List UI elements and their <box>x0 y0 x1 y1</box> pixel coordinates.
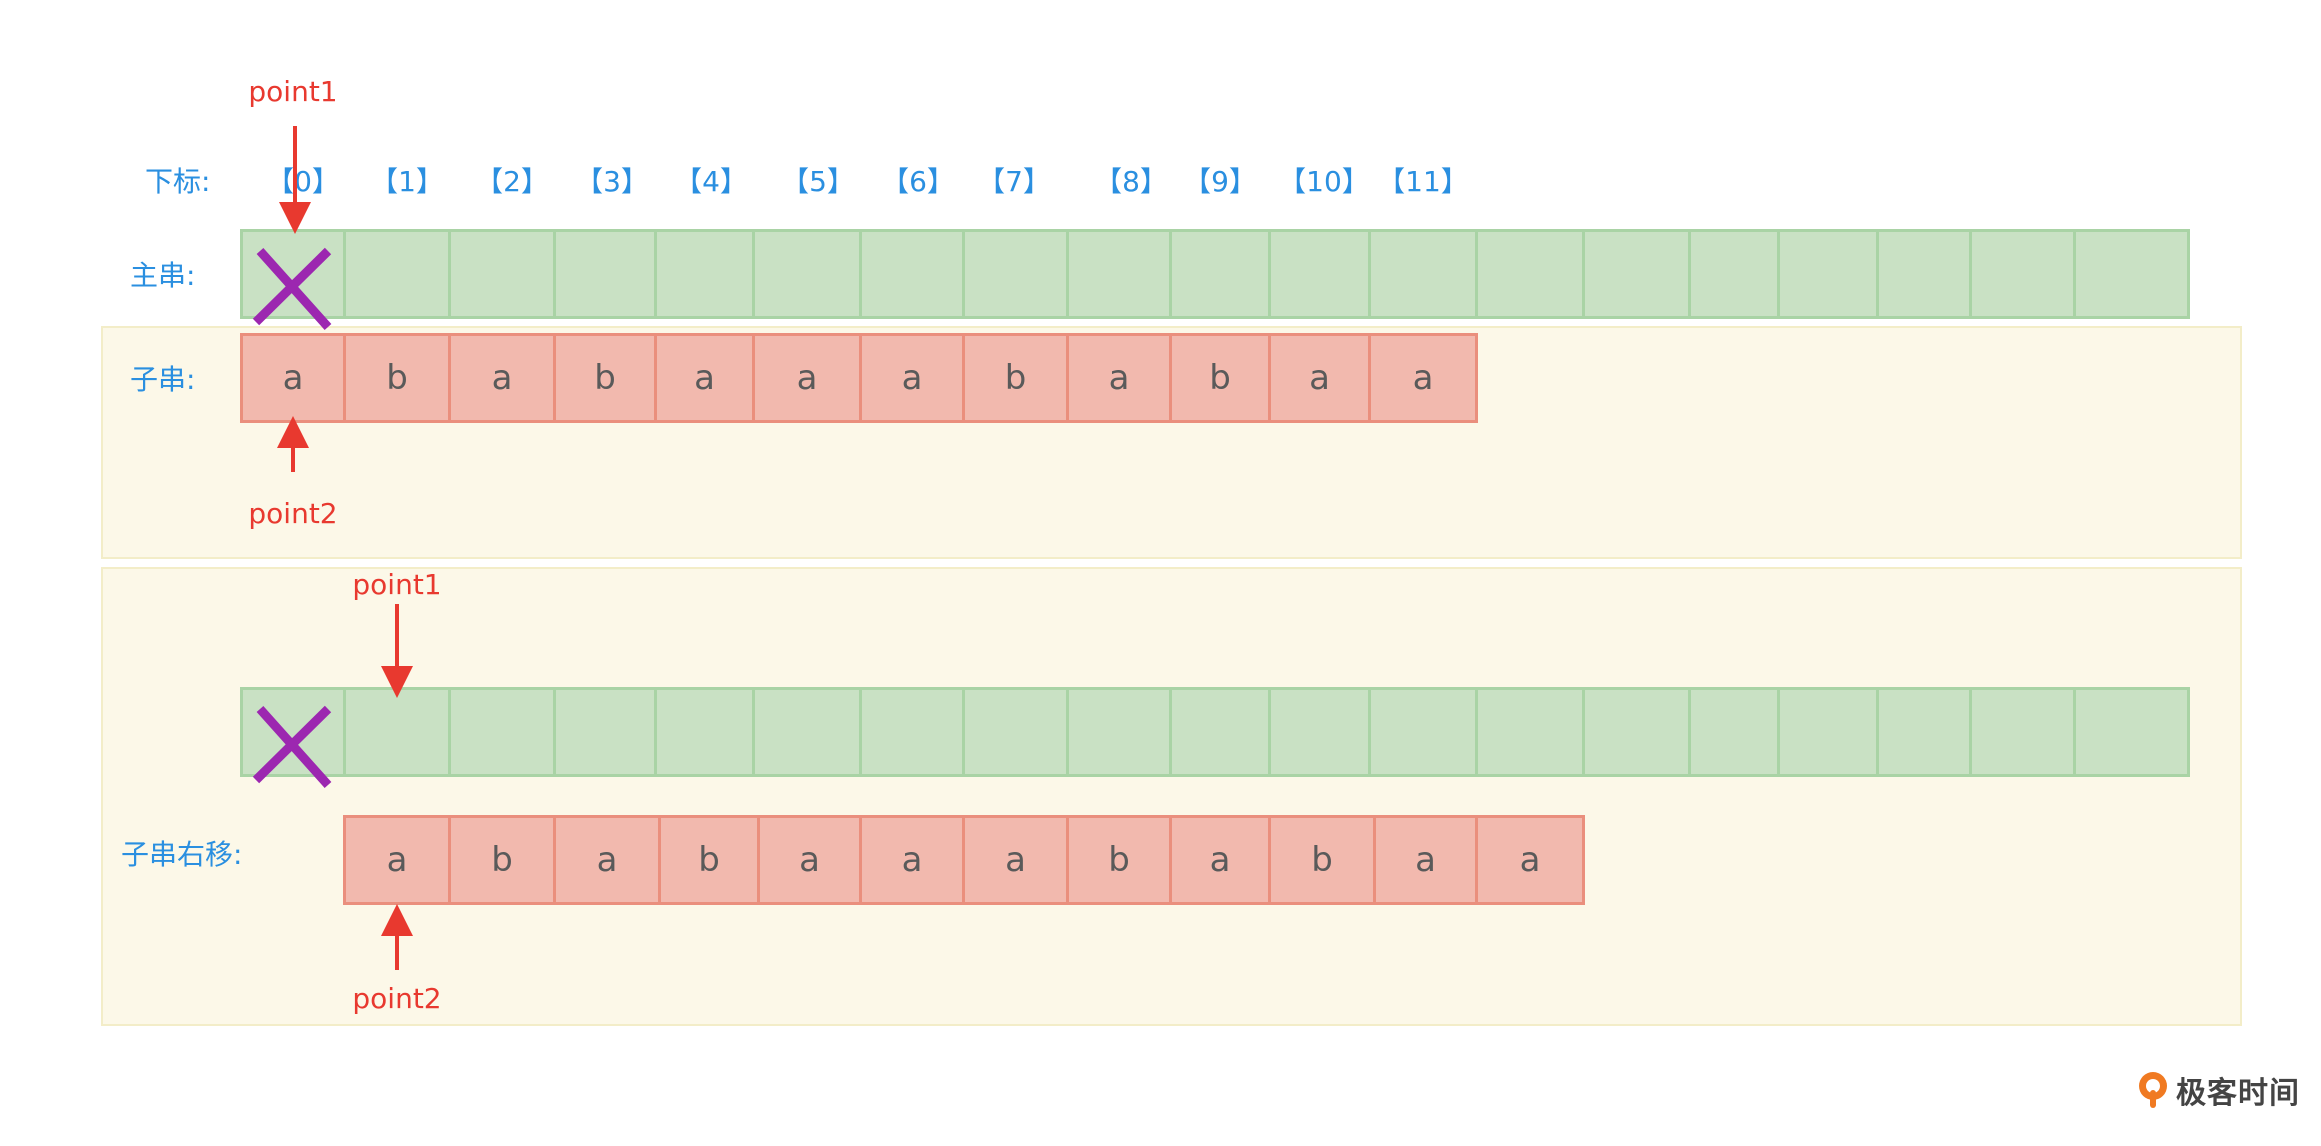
main-string-cell <box>1271 687 1371 777</box>
substring-cell: b <box>346 333 451 423</box>
top-point1-label: point1 <box>248 75 338 108</box>
main-string-label: 主串: <box>130 259 196 292</box>
substring-cell: a <box>965 815 1069 905</box>
substring-cell: b <box>556 333 657 423</box>
main-string-cell <box>1879 687 1972 777</box>
substring-cell: b <box>661 815 760 905</box>
main-string-row <box>240 229 2190 319</box>
main-string-cell <box>451 687 556 777</box>
substring-cell: a <box>1376 815 1478 905</box>
substring-label: 子串: <box>130 363 196 396</box>
main-string-cell <box>1172 687 1271 777</box>
top-point2-label: point2 <box>248 497 338 530</box>
index-9: 【9】 <box>1183 165 1257 198</box>
substring-cell: b <box>451 815 556 905</box>
main-string-cell <box>862 229 965 319</box>
index-10: 【10】 <box>1278 165 1370 198</box>
logo-name: 极客时间 <box>2176 1076 2300 1111</box>
main-string-cell <box>1271 229 1371 319</box>
main-string-cell <box>1972 229 2076 319</box>
index-7: 【7】 <box>977 165 1051 198</box>
main-string-cell <box>965 687 1069 777</box>
substring-cell: b <box>1271 815 1376 905</box>
substring-cell: b <box>1172 333 1271 423</box>
main-string-cell <box>755 687 862 777</box>
substring-cell: a <box>1069 333 1172 423</box>
mismatch-cross-icon <box>252 705 332 789</box>
substring-cell: a <box>1371 333 1478 423</box>
geektime-logo: 极客时间 <box>2136 1068 2300 1112</box>
substring-cell: a <box>1172 815 1271 905</box>
main-string-cell <box>1780 229 1879 319</box>
index-6: 【6】 <box>881 165 955 198</box>
main-string-cell <box>755 229 862 319</box>
geektime-logo-icon <box>2139 1072 2167 1108</box>
main-string-cell <box>1478 229 1585 319</box>
index-label: 下标: <box>145 165 211 198</box>
substring-cell: a <box>556 815 661 905</box>
substring-cell: a <box>343 815 451 905</box>
main-string-cell <box>1585 229 1691 319</box>
panel-shifted-alignment <box>101 567 2242 1026</box>
index-2: 【2】 <box>475 165 549 198</box>
mismatch-cross-icon <box>252 247 332 331</box>
main-string-cell <box>1069 229 1172 319</box>
index-3: 【3】 <box>575 165 649 198</box>
main-string-cell <box>556 229 657 319</box>
main-string-cell <box>2076 687 2190 777</box>
index-5: 【5】 <box>781 165 855 198</box>
main-string-cell <box>240 687 346 777</box>
substring-cell: b <box>1069 815 1172 905</box>
substring-cell: a <box>862 815 965 905</box>
main-string-cell <box>1371 229 1478 319</box>
main-string-cell <box>862 687 965 777</box>
substring-cell: b <box>965 333 1069 423</box>
index-11: 【11】 <box>1377 165 1469 198</box>
substring-cell: a <box>1271 333 1371 423</box>
main-string-cell <box>657 229 755 319</box>
substring-cell: a <box>1478 815 1585 905</box>
main-string-cell <box>657 687 755 777</box>
main-string-cell <box>451 229 556 319</box>
bottom-point2-label: point2 <box>352 982 442 1015</box>
main-string-row-shifted-step <box>240 687 2190 777</box>
main-string-cell <box>1972 687 2076 777</box>
main-string-cell <box>1172 229 1271 319</box>
main-string-cell <box>2076 229 2190 319</box>
main-string-cell <box>1478 687 1585 777</box>
substring-cell: a <box>760 815 862 905</box>
substring-cell: a <box>862 333 965 423</box>
bottom-point1-label: point1 <box>352 568 442 601</box>
substring-cell: a <box>755 333 862 423</box>
main-string-cell <box>1879 229 1972 319</box>
index-8: 【8】 <box>1094 165 1168 198</box>
index-0: 【0】 <box>266 165 340 198</box>
main-string-cell <box>1780 687 1879 777</box>
main-string-cell <box>346 229 451 319</box>
main-string-cell <box>556 687 657 777</box>
shifted-substring-label: 子串右移: <box>121 838 243 871</box>
substring-cell: a <box>657 333 755 423</box>
main-string-cell <box>1585 687 1691 777</box>
substring-cell: a <box>451 333 556 423</box>
main-string-cell <box>965 229 1069 319</box>
main-string-cell <box>1069 687 1172 777</box>
main-string-cell <box>1371 687 1478 777</box>
index-1: 【1】 <box>370 165 444 198</box>
main-string-cell <box>1691 229 1780 319</box>
index-4: 【4】 <box>674 165 748 198</box>
main-string-cell <box>1691 687 1780 777</box>
